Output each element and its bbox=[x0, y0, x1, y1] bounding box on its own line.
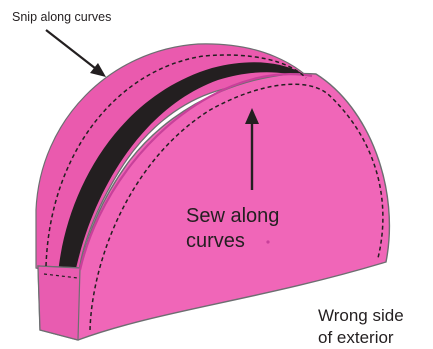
snip-label: Snip along curves bbox=[12, 10, 112, 24]
front-stitch-line bbox=[89, 83, 384, 331]
front-panel bbox=[37, 72, 391, 341]
sew-label: Sew along curves bbox=[186, 204, 279, 254]
wrong-side-label: Wrong side of exterior bbox=[318, 305, 404, 349]
wrong-side-label-line1: Wrong side bbox=[318, 306, 404, 325]
sew-label-line1: Sew along bbox=[186, 205, 280, 227]
sew-label-line2: curves bbox=[186, 230, 245, 252]
opening-gap bbox=[58, 62, 306, 279]
front-seam-edge bbox=[78, 73, 313, 271]
snip-arrow bbox=[45, 29, 106, 77]
sew-arrow bbox=[245, 108, 259, 190]
base-strip bbox=[37, 265, 81, 341]
pin-mark bbox=[266, 240, 270, 244]
wrong-side-label-line2: of exterior bbox=[318, 328, 394, 347]
